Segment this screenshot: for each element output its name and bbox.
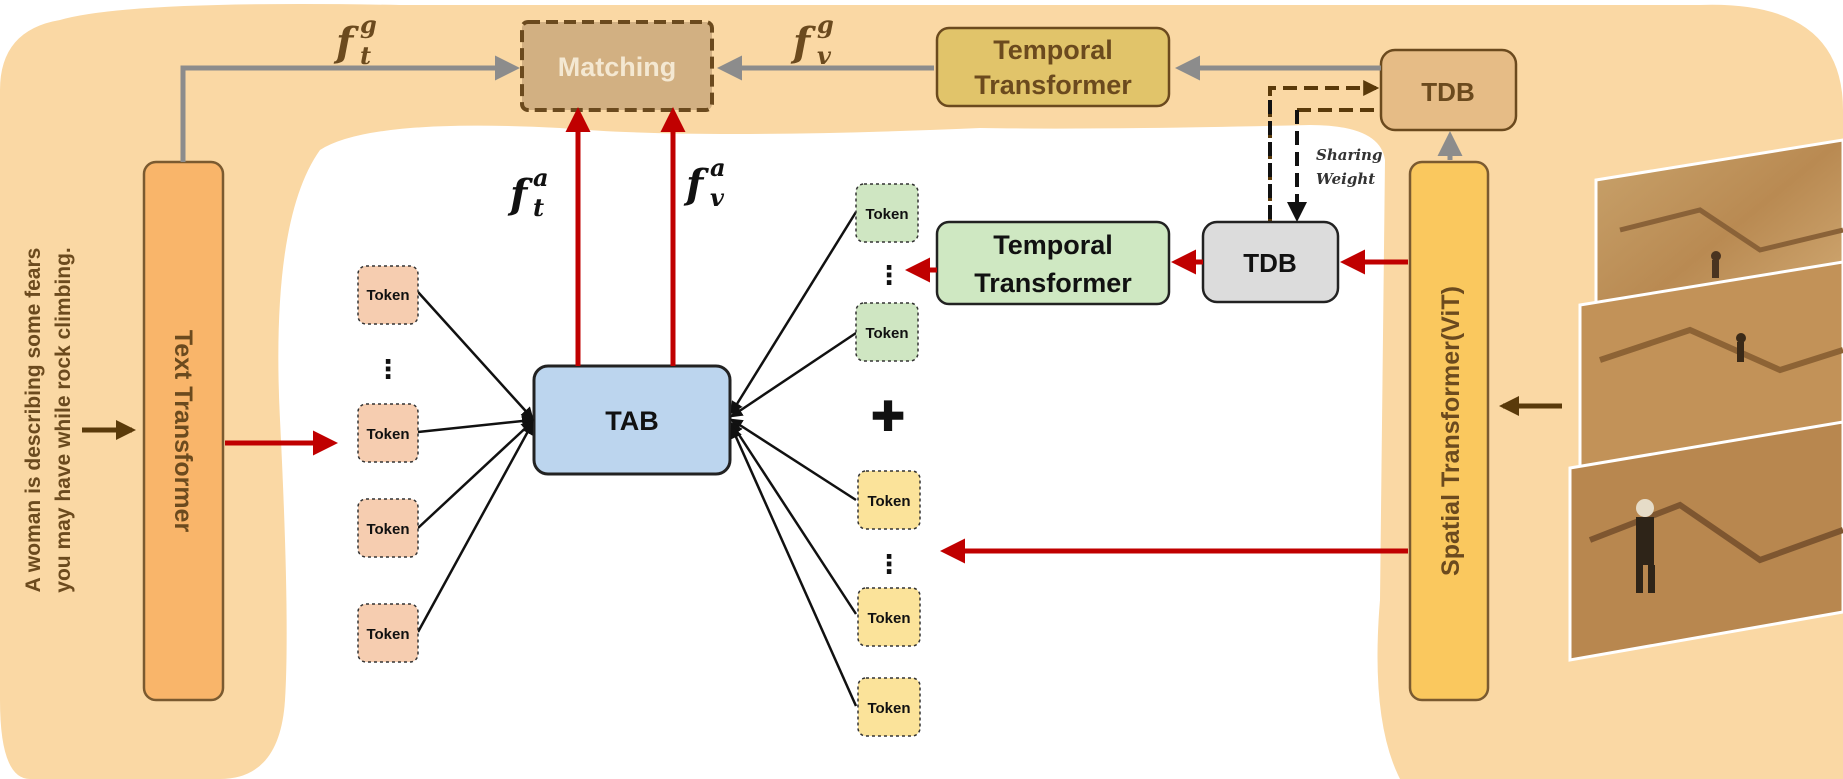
spatial-token-2 bbox=[857, 587, 921, 647]
text-transformer-label: Text Transformer bbox=[169, 330, 197, 533]
text-token-1-label: Token bbox=[366, 287, 409, 304]
spatial-token-3 bbox=[857, 677, 921, 737]
text-token-4 bbox=[357, 603, 419, 663]
sharing-dashed-top bbox=[1268, 80, 1380, 222]
ftg-arrow bbox=[180, 55, 520, 162]
svg-text:g: g bbox=[360, 10, 377, 39]
tab-label: TAB bbox=[605, 406, 659, 436]
svg-text:t: t bbox=[533, 193, 544, 222]
spatial-token-1 bbox=[857, 470, 921, 530]
video-frames bbox=[1568, 138, 1843, 662]
temporal-token-2 bbox=[855, 302, 919, 362]
tdb-top-block bbox=[1379, 48, 1518, 132]
caption-line1: A woman is describing some fears bbox=[22, 248, 45, 593]
text-token-ellipsis: ⋮ bbox=[375, 354, 401, 384]
matching-label: Matching bbox=[558, 52, 677, 82]
temporal-top-line2: Transformer bbox=[974, 70, 1132, 100]
video-frame-2 bbox=[1578, 260, 1843, 480]
spatial-token-1-label: Token bbox=[867, 493, 910, 510]
temporal-transformer-mid bbox=[935, 220, 1171, 306]
temporal-token-1-label: Token bbox=[865, 206, 908, 223]
plus-icon: ✚ bbox=[870, 393, 905, 440]
svg-text:a: a bbox=[710, 153, 726, 182]
text-token-2-label: Token bbox=[366, 426, 409, 443]
spatial-token-3-label: Token bbox=[867, 700, 910, 717]
caption-line2: you may have while rock climbing. bbox=[52, 247, 75, 592]
temporal-top-line1: Temporal bbox=[993, 35, 1113, 65]
video-frame-3 bbox=[1568, 420, 1843, 662]
spatial-token-2-label: Token bbox=[867, 610, 910, 627]
text-token-2 bbox=[357, 403, 419, 463]
f-t-a-label: f a t bbox=[507, 163, 549, 222]
spatial-transformer-label: Spatial Transformer(ViT) bbox=[1437, 286, 1465, 576]
temporal-token-ellipsis: ⋮ bbox=[876, 260, 902, 290]
temporal-mid-line2: Transformer bbox=[974, 268, 1132, 298]
text-token-4-label: Token bbox=[366, 626, 409, 643]
tdb-top-label: TDB bbox=[1421, 77, 1474, 107]
spatial-tokens: Token ⋮ Token Token bbox=[857, 470, 921, 737]
text-token-3 bbox=[357, 498, 419, 558]
text-token-3-label: Token bbox=[366, 521, 409, 538]
svg-text:f: f bbox=[683, 161, 709, 208]
sharing-label-1: Sharing bbox=[1316, 146, 1382, 164]
token-connectors bbox=[416, 211, 858, 707]
svg-text:f: f bbox=[507, 171, 533, 218]
background-region bbox=[0, 4, 1843, 779]
spatial-transformer-block bbox=[1408, 160, 1490, 702]
temporal-token-2-label: Token bbox=[865, 325, 908, 342]
temporal-mid-line1: Temporal bbox=[993, 230, 1113, 260]
text-tokens: Token ⋮ Token Token Token bbox=[357, 265, 419, 663]
svg-text:g: g bbox=[817, 10, 834, 39]
temporal-transformer-top bbox=[935, 26, 1171, 108]
svg-text:a: a bbox=[533, 163, 549, 192]
matching-block bbox=[520, 20, 714, 112]
temporal-tokens: Token ⋮ Token bbox=[855, 183, 919, 362]
text-token-1 bbox=[357, 265, 419, 325]
spatial-token-ellipsis: ⋮ bbox=[876, 549, 902, 579]
temporal-token-1 bbox=[855, 183, 919, 243]
svg-text:v: v bbox=[817, 41, 832, 70]
f-v-a-label: f a v bbox=[683, 153, 726, 212]
svg-text:t: t bbox=[360, 41, 371, 70]
sharing-label-2: Weight bbox=[1316, 170, 1375, 188]
input-caption: A woman is describing some fears you may… bbox=[22, 247, 75, 592]
svg-text:v: v bbox=[710, 183, 725, 212]
tdb-mid-label: TDB bbox=[1243, 248, 1296, 278]
